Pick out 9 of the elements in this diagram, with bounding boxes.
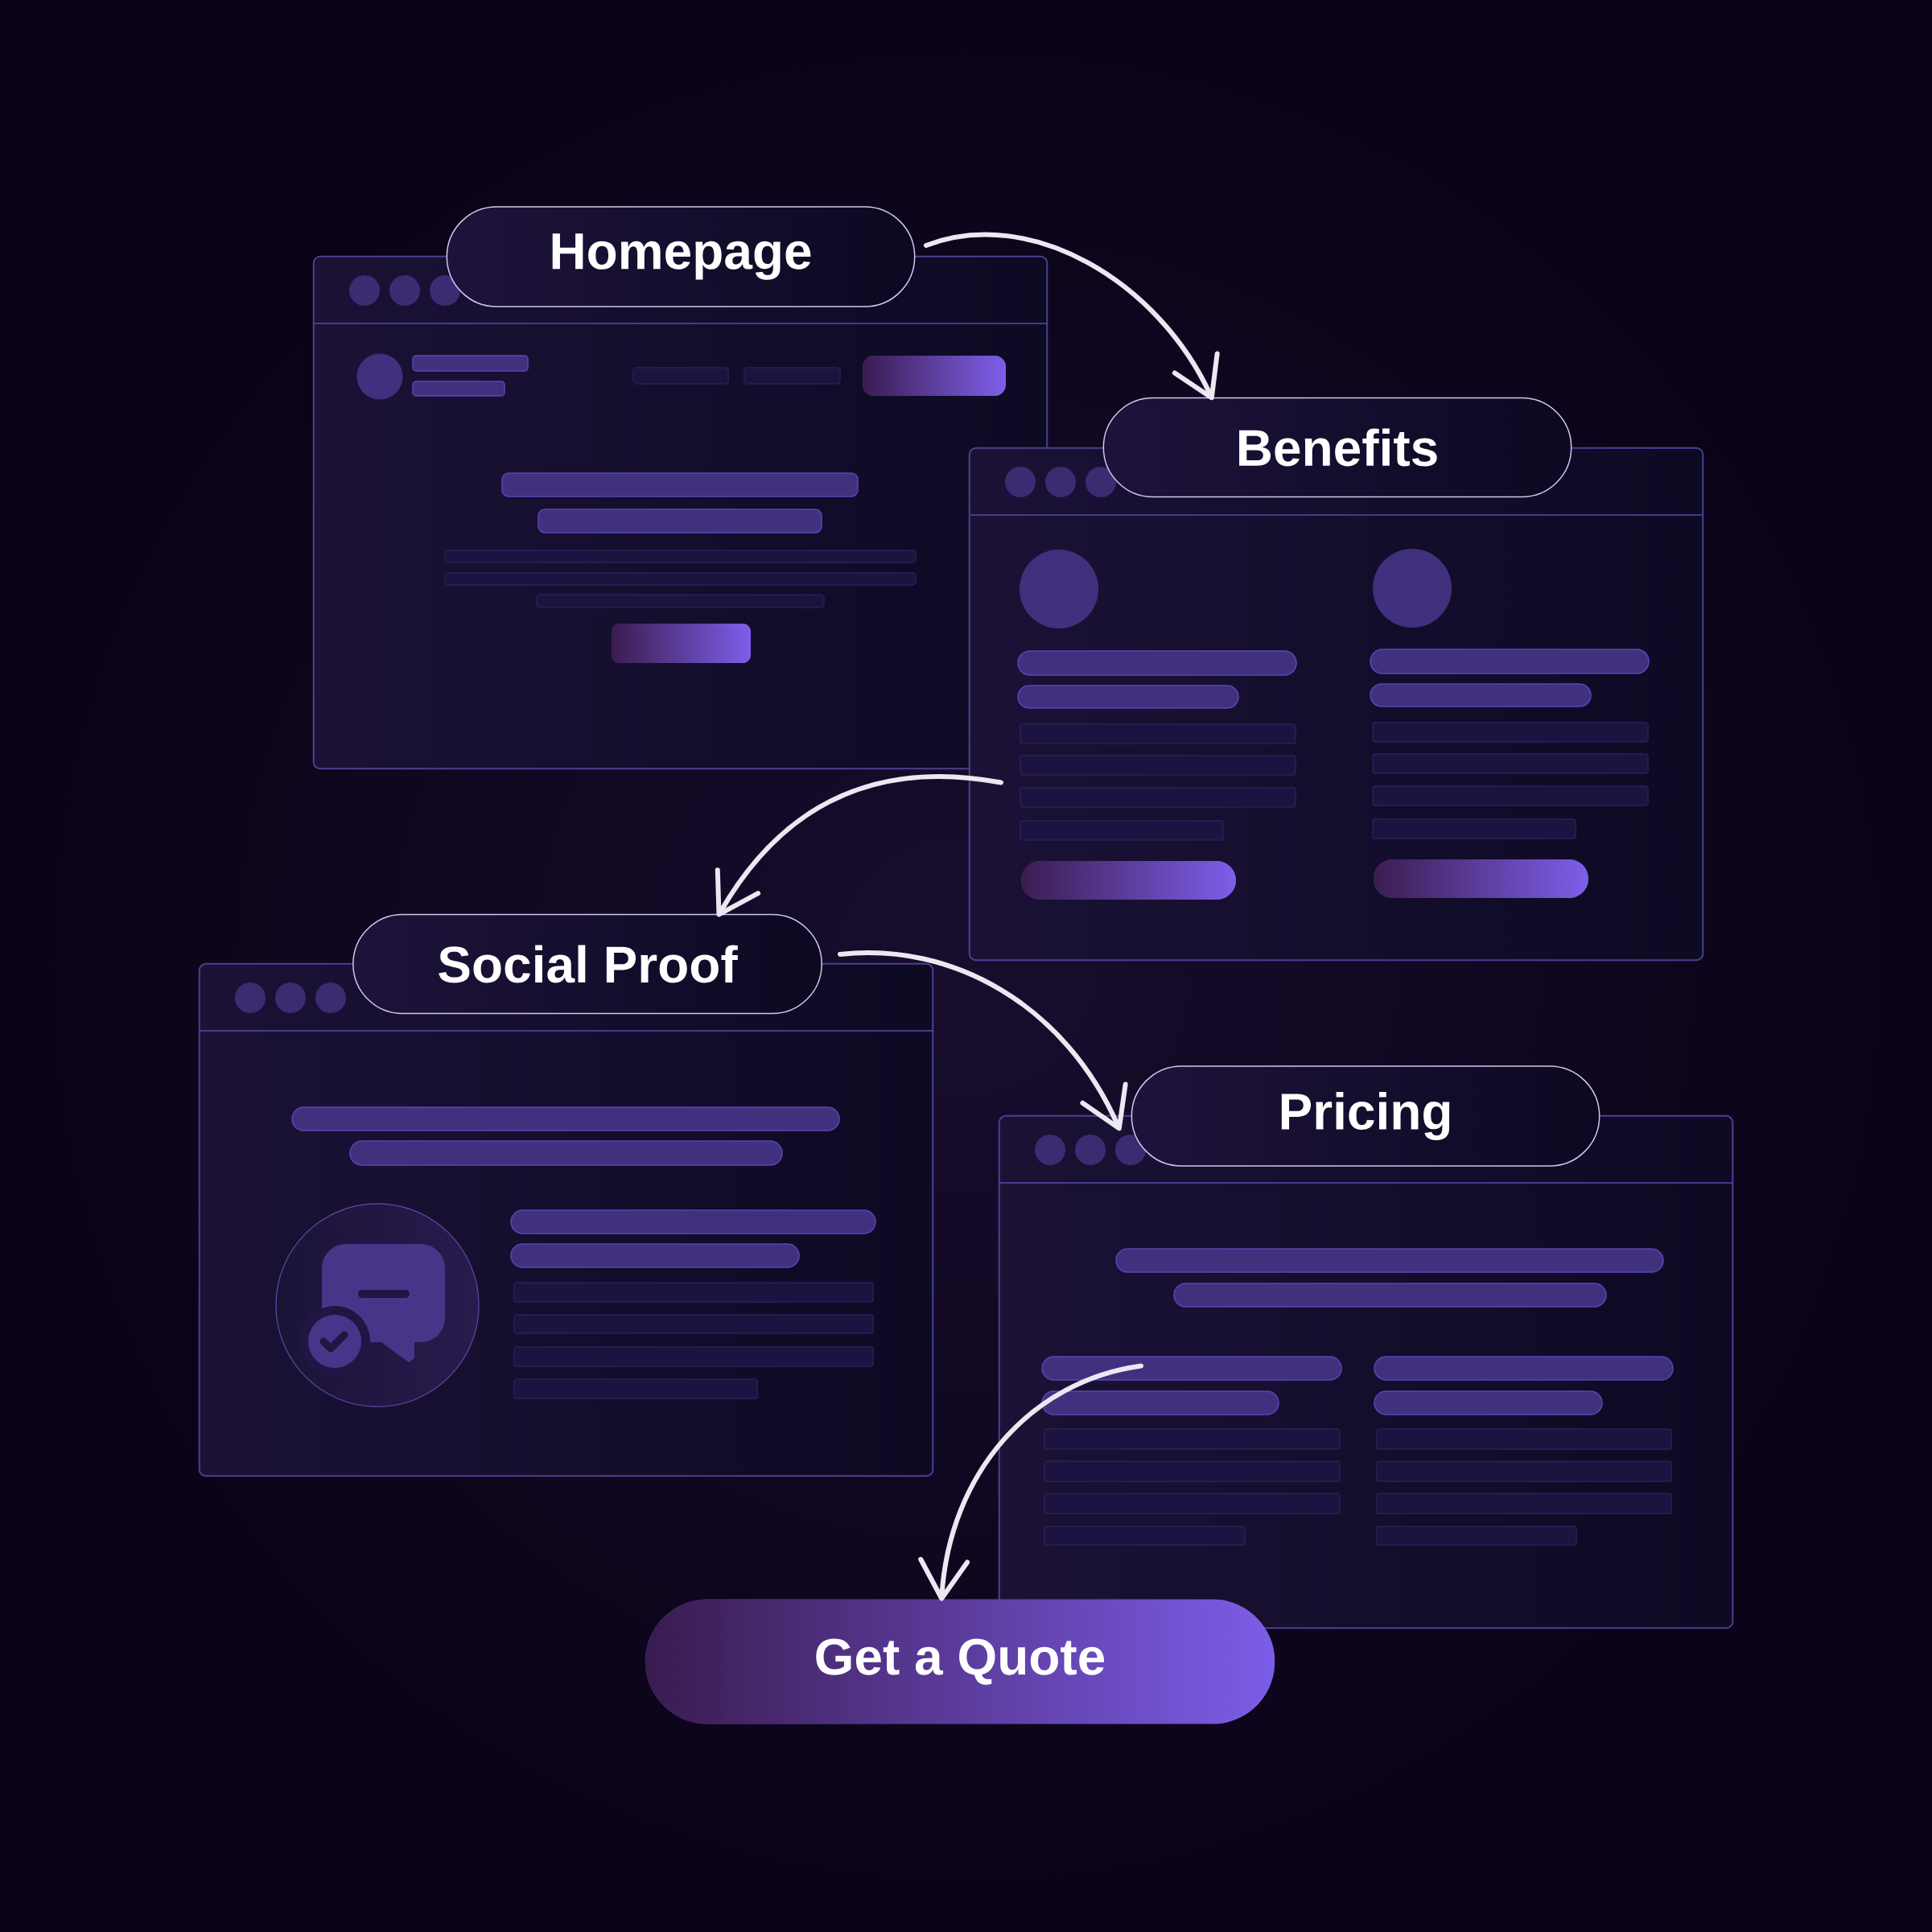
label-pill: Social Proof — [352, 913, 822, 1015]
arrow — [838, 950, 1128, 1131]
arrow — [715, 774, 1003, 917]
arrow — [924, 232, 1220, 401]
label-pill: Homepage — [446, 206, 916, 307]
arrow — [918, 1363, 1144, 1601]
label-pill: Benefits — [1102, 397, 1572, 498]
cta-button: Get a Quote — [645, 1599, 1275, 1724]
label-pill: Pricing — [1131, 1065, 1600, 1167]
